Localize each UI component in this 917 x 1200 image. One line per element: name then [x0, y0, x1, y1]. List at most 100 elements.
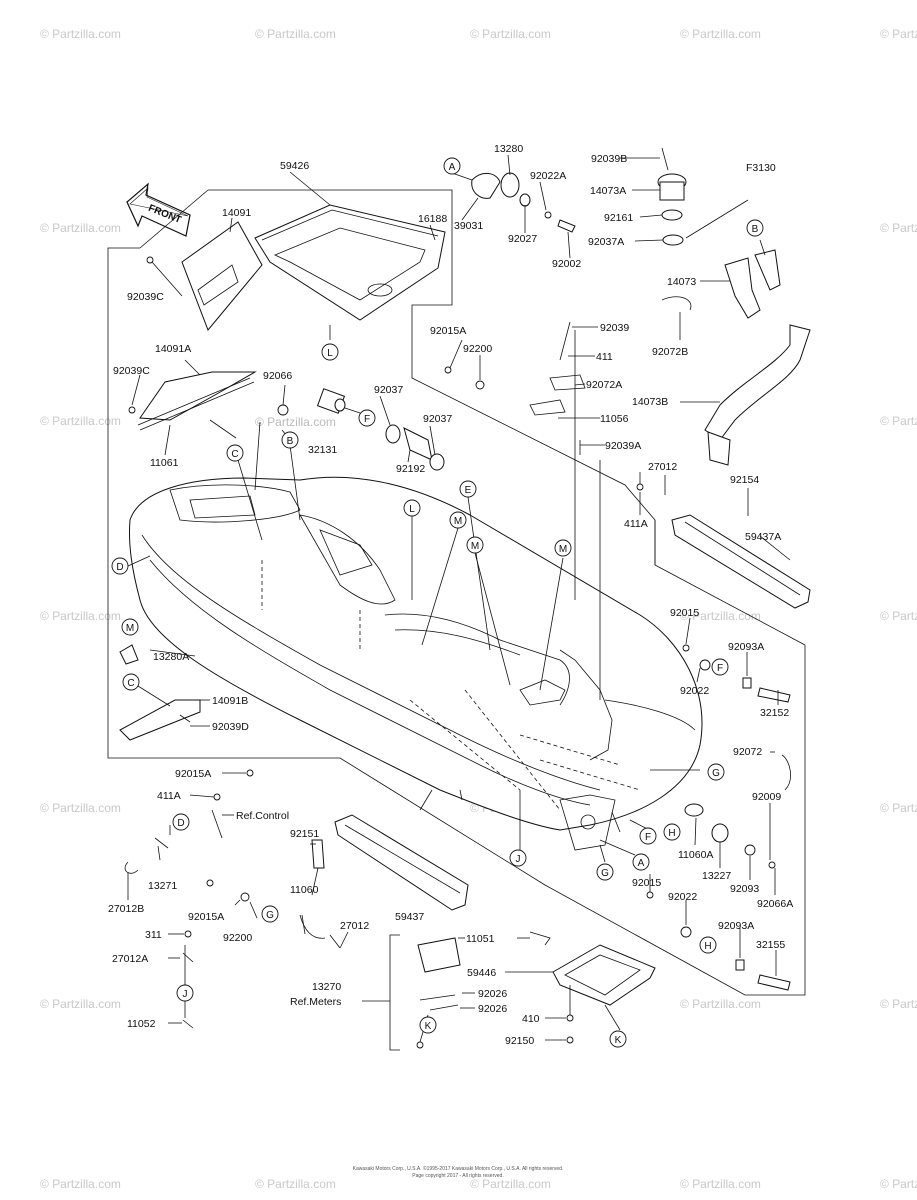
part-label-92072a: 92072A	[586, 379, 622, 391]
part-label-92093a: 92093A	[728, 641, 764, 653]
callout-circles: A A B B C C D D E F F F G G G H H J J K …	[111, 157, 764, 1048]
callout-M: M	[121, 618, 139, 636]
part-label-14091b: 14091B	[212, 695, 248, 707]
watermark: © Partzilla.com	[40, 1177, 121, 1191]
part-label-92066a: 92066A	[757, 898, 793, 910]
part-label-92072b: 92072B	[652, 346, 688, 358]
part-label-92009: 92009	[752, 791, 781, 803]
callout-L: L	[403, 499, 421, 517]
watermark: © Partzilla.com	[680, 27, 761, 41]
watermark: © Partzilla.com	[40, 801, 121, 815]
part-label-92200: 92200	[463, 343, 492, 355]
callout-J: J	[176, 984, 194, 1002]
part-label-27012b: 27012B	[108, 903, 144, 915]
part-label-16188: 16188	[418, 213, 447, 225]
svg-text:L: L	[327, 348, 333, 359]
svg-text:H: H	[668, 828, 675, 839]
callout-M: M	[554, 539, 572, 557]
callout-K: K	[419, 1016, 437, 1034]
part-label-11052: 11052	[127, 1018, 156, 1030]
svg-text:C: C	[127, 678, 134, 689]
footer-copyright: Kawasaki Motors Corp., U.S.A. ©1995-2017…	[353, 1165, 564, 1179]
svg-text:D: D	[177, 818, 184, 829]
part-label-13271: 13271	[148, 880, 177, 892]
part-label-32155: 32155	[756, 939, 785, 951]
callout-C: C	[122, 673, 140, 691]
left-lower-parts	[119, 644, 201, 741]
part-label-92022: 92022	[668, 891, 697, 903]
footer-line: Kawasaki Motors Corp., U.S.A. ©1995-2017…	[353, 1165, 564, 1172]
watermark: © Partzilla.com	[255, 27, 336, 41]
part-label-13270: 13270	[312, 981, 341, 993]
part-label-92026: 92026	[478, 1003, 507, 1015]
callout-M: M	[466, 536, 484, 554]
part-label-59437a: 59437A	[745, 531, 781, 543]
callout-B: B	[746, 219, 764, 237]
part-labels: 59426 14091 16188 92039C 14091A 92039C 1…	[108, 143, 793, 1047]
callout-K: K	[609, 1030, 627, 1048]
watermark: © Partzilla.com	[680, 609, 761, 623]
part-label-59426: 59426	[280, 160, 309, 172]
storage-bin-59426	[254, 204, 446, 321]
callout-F: F	[358, 409, 376, 427]
rail-59437	[334, 814, 469, 911]
watermark: © Partzilla.com	[880, 997, 917, 1011]
watermark: © Partzilla.com	[40, 997, 121, 1011]
part-label-92015a: 92015A	[430, 325, 466, 337]
part-label-39031: 39031	[454, 220, 483, 232]
callout-D: D	[172, 813, 190, 831]
watermark: © Partzilla.com	[470, 27, 551, 41]
part-label-27012: 27012	[648, 461, 677, 473]
part-label-411: 411	[596, 351, 613, 363]
part-label-92015: 92015	[670, 607, 699, 619]
svg-text:L: L	[409, 504, 415, 515]
svg-text:G: G	[266, 910, 274, 921]
callout-C: C	[226, 444, 244, 462]
part-label-92072: 92072	[733, 746, 762, 758]
part-label-27012a: 27012A	[112, 953, 148, 965]
rail-59437A	[671, 514, 811, 609]
svg-text:K: K	[615, 1035, 622, 1046]
svg-text:J: J	[183, 989, 188, 1000]
part-label-14073b: 14073B	[632, 396, 668, 408]
main-frame-outline	[107, 189, 806, 996]
watermark: © Partzilla.com	[680, 1177, 761, 1191]
top-right-parts	[657, 147, 687, 246]
part-label-92027: 92027	[508, 233, 537, 245]
center-small-parts	[277, 366, 485, 471]
watermark: © Partzilla.com	[40, 414, 121, 428]
svg-text:F: F	[717, 663, 723, 674]
front-arrow: FRONT	[126, 182, 191, 237]
part-label-92026: 92026	[478, 988, 507, 1000]
watermark: © Partzilla.com	[40, 609, 121, 623]
svg-text:C: C	[231, 449, 238, 460]
part-label-13280a: 13280A	[153, 651, 189, 663]
part-label-92002: 92002	[552, 258, 581, 270]
part-label-32152: 32152	[760, 707, 789, 719]
callout-G: G	[261, 905, 279, 923]
part-label-410: 410	[522, 1013, 540, 1025]
part-label-27012: 27012	[340, 920, 369, 932]
figure-code: F3130	[746, 162, 776, 174]
part-label-14091: 14091	[222, 207, 251, 219]
svg-text:B: B	[752, 224, 759, 235]
part-label-14073a: 14073A	[590, 185, 626, 197]
part-label-92093a: 92093A	[718, 920, 754, 932]
svg-text:A: A	[638, 858, 645, 869]
part-label-11060: 11060	[290, 884, 319, 896]
part-label-92039d: 92039D	[212, 721, 249, 733]
callout-A: A	[632, 853, 650, 871]
center-watermark: © Partzilla.com	[255, 415, 336, 429]
part-label-92022a: 92022A	[530, 170, 566, 182]
callout-E: E	[459, 480, 477, 498]
svg-text:M: M	[126, 623, 134, 634]
watermark: © Partzilla.com	[880, 609, 917, 623]
watermark: © Partzilla.com	[880, 801, 917, 815]
part-label-92200: 92200	[223, 932, 252, 944]
hatch-cover-14091	[146, 221, 263, 331]
part-label-92015a: 92015A	[175, 768, 211, 780]
part-label-92015: 92015	[632, 877, 661, 889]
svg-text:B: B	[287, 436, 294, 447]
part-label-92039a: 92039A	[605, 440, 641, 452]
